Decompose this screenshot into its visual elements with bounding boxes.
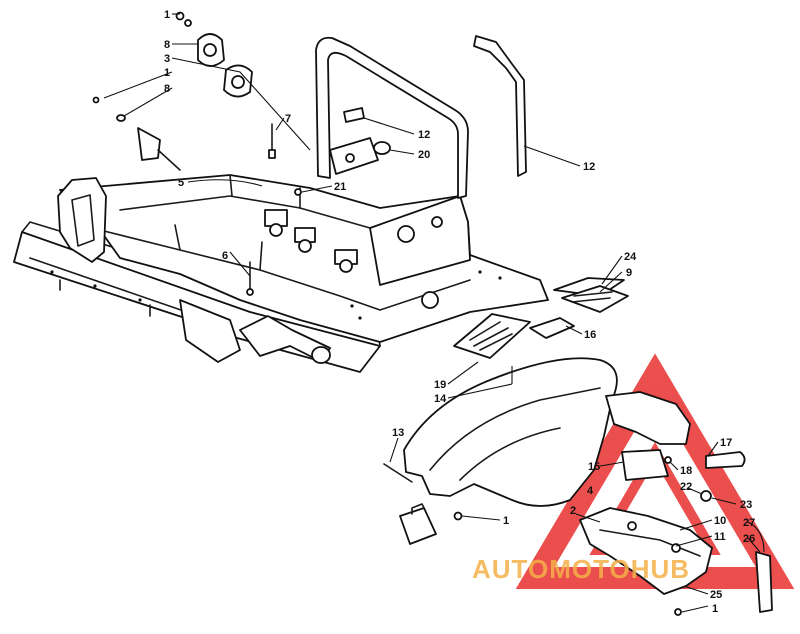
callout-11: 11 bbox=[714, 531, 726, 543]
chassis-frame bbox=[13, 174, 549, 373]
callout-25: 25 bbox=[710, 589, 722, 601]
callout-20: 20 bbox=[418, 149, 430, 161]
callout-17: 17 bbox=[720, 437, 732, 449]
callout-1c: 1 bbox=[503, 515, 509, 527]
callout-3: 3 bbox=[164, 53, 170, 65]
callout-13: 13 bbox=[392, 427, 404, 439]
callout-labels: 1 8 3 1 8 7 12 20 5 21 12 6 24 9 16 19 1… bbox=[164, 9, 755, 615]
callout-6: 6 bbox=[222, 250, 228, 262]
handle-bar-part bbox=[473, 35, 527, 177]
handle-loop bbox=[315, 36, 469, 199]
callout-1d: 1 bbox=[712, 603, 718, 615]
callout-24: 24 bbox=[624, 251, 637, 263]
callout-12b: 12 bbox=[583, 161, 595, 173]
callout-10: 10 bbox=[714, 515, 726, 527]
callout-12a: 12 bbox=[418, 129, 430, 141]
callout-26: 26 bbox=[743, 533, 755, 545]
callout-8b: 8 bbox=[164, 83, 170, 95]
tunnel-cover bbox=[399, 357, 618, 545]
callout-2: 2 bbox=[570, 505, 576, 517]
callout-21: 21 bbox=[334, 181, 346, 193]
callout-14: 14 bbox=[434, 393, 447, 405]
decal-plates bbox=[453, 277, 629, 359]
callout-8a: 8 bbox=[164, 39, 170, 51]
spindle-parts bbox=[92, 11, 302, 296]
leader-lines bbox=[103, 13, 765, 613]
callout-1a: 1 bbox=[164, 9, 170, 21]
callout-27: 27 bbox=[743, 517, 755, 529]
callout-16: 16 bbox=[584, 329, 596, 341]
callout-22: 22 bbox=[680, 481, 692, 493]
callout-7: 7 bbox=[285, 113, 291, 125]
callout-4: 4 bbox=[587, 485, 594, 497]
lower-hardware bbox=[383, 391, 773, 616]
callout-23: 23 bbox=[740, 499, 752, 511]
callout-18: 18 bbox=[680, 465, 692, 477]
callout-15: 15 bbox=[588, 461, 600, 473]
callout-5: 5 bbox=[178, 177, 184, 189]
callout-9: 9 bbox=[626, 267, 632, 279]
callout-1b: 1 bbox=[164, 67, 170, 79]
callout-19: 19 bbox=[434, 379, 446, 391]
watermark-text: AUTOMOTOHUB bbox=[472, 554, 690, 584]
